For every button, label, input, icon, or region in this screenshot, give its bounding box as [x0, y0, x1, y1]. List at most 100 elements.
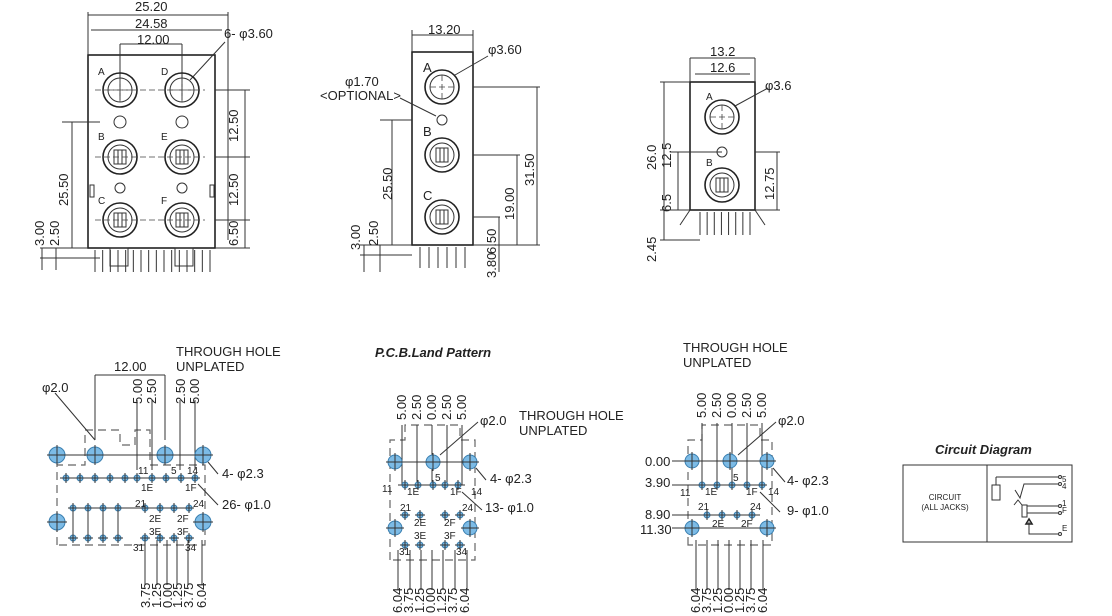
hole-note: 6- φ3.60 — [224, 26, 273, 41]
pin-label: 2E — [712, 519, 725, 530]
body-outline — [435, 147, 449, 163]
front-view-1: 25.20 24.58 12.00 6- φ3.60 A D B E C F 1… — [32, 0, 273, 246]
dim-right: 12.75 — [762, 167, 777, 200]
drawing-line — [759, 491, 781, 513]
jack-outer — [704, 99, 740, 135]
dim-top: 5.00 — [454, 395, 469, 420]
dim-width-total: 25.20 — [135, 0, 168, 14]
dim-bottom: 1.25 — [710, 588, 725, 613]
jack-label: F — [161, 196, 167, 207]
pin-label: 5 — [171, 466, 177, 477]
jack-inner — [107, 144, 133, 170]
pin-label: 11 — [680, 488, 691, 499]
body-outline — [411, 51, 474, 246]
pin-label: 1E — [407, 487, 420, 498]
dim-bottom: 1.25 — [412, 588, 427, 613]
dim-12: 12.00 — [114, 359, 147, 374]
dim-left: 6.5 — [659, 194, 674, 212]
jack-inner — [709, 172, 735, 198]
jack-label: C — [98, 196, 105, 207]
land-pattern-title: P.C.B.Land Pattern — [375, 345, 491, 360]
drawing-line — [439, 421, 479, 456]
hole-note: φ2.0 — [42, 380, 69, 395]
terminal-icon — [1058, 504, 1062, 508]
hole-note: 9- φ1.0 — [787, 503, 829, 518]
body-outline — [89, 184, 95, 198]
jack-label: D — [161, 67, 168, 78]
dim-top: 2.50 — [144, 379, 159, 404]
jack-outer — [424, 69, 460, 105]
terminal-icon — [1058, 511, 1062, 515]
jack-label: A — [706, 92, 713, 103]
dim-top: 2.50 — [409, 395, 424, 420]
circuit-title: Circuit Diagram — [935, 442, 1032, 457]
pin-label: 11 — [138, 466, 149, 477]
hole-note: φ3.6 — [765, 78, 792, 93]
front-view-3: 13.2 12.6 φ3.6 A B 26.0 12.5 6.5 2.45 12… — [644, 44, 792, 262]
hole-note: 4- φ2.3 — [222, 466, 264, 481]
body-outline — [1021, 504, 1028, 518]
arrow-icon — [1024, 517, 1034, 525]
pin-label: 31 — [399, 547, 411, 558]
dim-top: 5.00 — [694, 393, 709, 418]
pin-label: 34 — [456, 547, 468, 558]
drawing-line — [734, 87, 769, 107]
dim-left: 12.5 — [659, 143, 674, 168]
dim-left: 2.50 — [366, 221, 381, 246]
dim-bottom: 3.75 — [401, 588, 416, 613]
dim-left: 8.90 — [645, 507, 670, 522]
pin-label: 5 — [733, 473, 739, 484]
body-outline — [689, 81, 756, 211]
dim-top: 2.50 — [439, 395, 454, 420]
outline-dashed — [389, 424, 476, 561]
drawing-line — [197, 483, 219, 506]
pin-label: 1F — [746, 487, 758, 498]
hole-note: 26- φ1.0 — [222, 497, 271, 512]
pin-label: 3F — [177, 527, 189, 538]
dim-width-body: 24.58 — [135, 16, 168, 31]
terminal-label: F — [1062, 506, 1067, 515]
drawing-line — [189, 41, 226, 81]
dim-bottom: 3.75 — [699, 588, 714, 613]
terminal-icon — [1058, 532, 1062, 536]
dim-left: 3.00 — [32, 221, 47, 246]
dim-left: 3.90 — [645, 475, 670, 490]
circle — [175, 115, 189, 129]
dim-top: 5.00 — [394, 395, 409, 420]
dim-bottom: 0.00 — [721, 588, 736, 613]
hole-note: 4- φ2.3 — [490, 471, 532, 486]
pin-label: 3E — [414, 531, 427, 542]
dim-right: 12.50 — [226, 173, 241, 206]
pin-label: 2E — [149, 514, 162, 525]
terminal-label: 4 — [1062, 482, 1067, 491]
jack-label: B — [98, 132, 105, 143]
dim-bottom: 3.75 — [743, 588, 758, 613]
dim-bottom: 1.25 — [149, 583, 164, 608]
dim-left: 2.50 — [47, 221, 62, 246]
jack-inner — [429, 142, 455, 168]
jack-label: A — [98, 67, 105, 78]
pin-label: 24 — [462, 503, 474, 514]
pin-label: 31 — [133, 543, 145, 554]
land-pattern-2: P.C.B.Land Pattern 5.00 2.50 0.00 2.50 5… — [375, 345, 624, 613]
dim-width: 13.20 — [428, 22, 461, 37]
dim-top: 5.00 — [754, 393, 769, 418]
dim-top: 2.50 — [709, 393, 724, 418]
hole-note: φ3.60 — [488, 42, 522, 57]
pin-label: 14 — [187, 466, 199, 477]
drawing-line — [772, 467, 786, 483]
switch-contact-icon — [1013, 499, 1023, 506]
hole-note: φ2.0 — [778, 413, 805, 428]
jack-outer — [424, 137, 460, 173]
pin-label: 11 — [382, 484, 393, 495]
jack-label: C — [423, 188, 432, 203]
jack-outer — [424, 199, 460, 235]
dim-right: 6.50 — [484, 229, 499, 254]
dim-top: 5.00 — [187, 379, 202, 404]
circle — [176, 182, 188, 194]
dim-width: 13.2 — [710, 44, 735, 59]
jack-inner — [429, 204, 455, 230]
drawing-line — [207, 461, 219, 475]
pin-label: 2F — [444, 518, 456, 529]
